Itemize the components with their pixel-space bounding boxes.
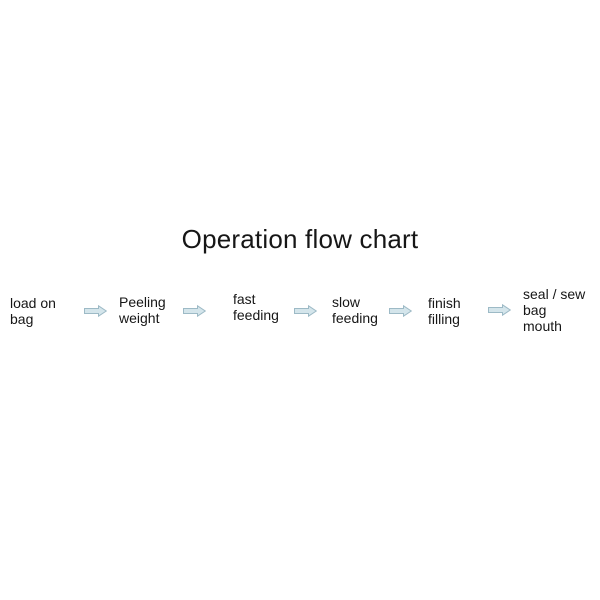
flow-step-fast-feeding: fast feeding xyxy=(233,291,279,323)
right-arrow-icon xyxy=(389,305,412,317)
right-arrow-icon xyxy=(294,305,317,317)
flow-step-finish-filling: finish filling xyxy=(428,295,461,327)
flow-step-slow-feeding: slow feeding xyxy=(332,294,378,326)
flow-step-seal-sew-bag-mouth: seal / sew bag mouth xyxy=(523,286,586,334)
right-arrow-icon xyxy=(183,305,206,317)
right-arrow-icon xyxy=(84,305,107,317)
chart-title: Operation flow chart xyxy=(181,224,419,254)
right-arrow-icon xyxy=(488,304,511,316)
flow-step-load-on-bag: load on bag xyxy=(10,295,56,327)
flow-step-peeling-weight: Peeling weight xyxy=(119,294,166,326)
